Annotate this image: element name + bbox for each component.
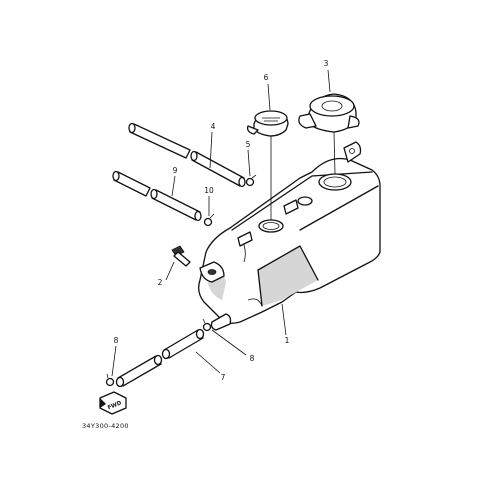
label-part-5: 5 [246, 140, 251, 149]
tank-cap-large [298, 93, 360, 133]
fwd-label: FWD [107, 400, 123, 411]
drawing-code: 34Y300-4200 [82, 422, 129, 430]
label-part-3: 3 [324, 59, 329, 68]
label-part-9: 9 [173, 166, 178, 175]
tank-cap-small [246, 110, 289, 137]
hose-7 [115, 328, 205, 388]
label-part-7: 7 [221, 373, 226, 382]
clip-10 [203, 213, 215, 227]
label-part-10: 10 [204, 186, 214, 195]
part-labels: 3 6 4 5 9 10 2 1 8 7 8 [114, 59, 329, 382]
clip-5 [245, 174, 257, 187]
label-part-8-right: 8 [250, 354, 255, 363]
fwd-arrow-icon: FWD [99, 391, 127, 415]
label-part-2: 2 [158, 278, 163, 287]
label-part-8-left: 8 [114, 336, 119, 345]
clip-8-upper [202, 318, 212, 332]
bolt-2 [171, 245, 191, 267]
hose-4 [128, 122, 246, 188]
oil-tank [198, 141, 381, 331]
leader-lines [111, 69, 336, 377]
clip-8-lower [105, 373, 115, 387]
label-part-4: 4 [211, 122, 216, 131]
hose-9 [112, 170, 202, 222]
label-part-1: 1 [285, 336, 290, 345]
label-part-6: 6 [264, 73, 269, 82]
